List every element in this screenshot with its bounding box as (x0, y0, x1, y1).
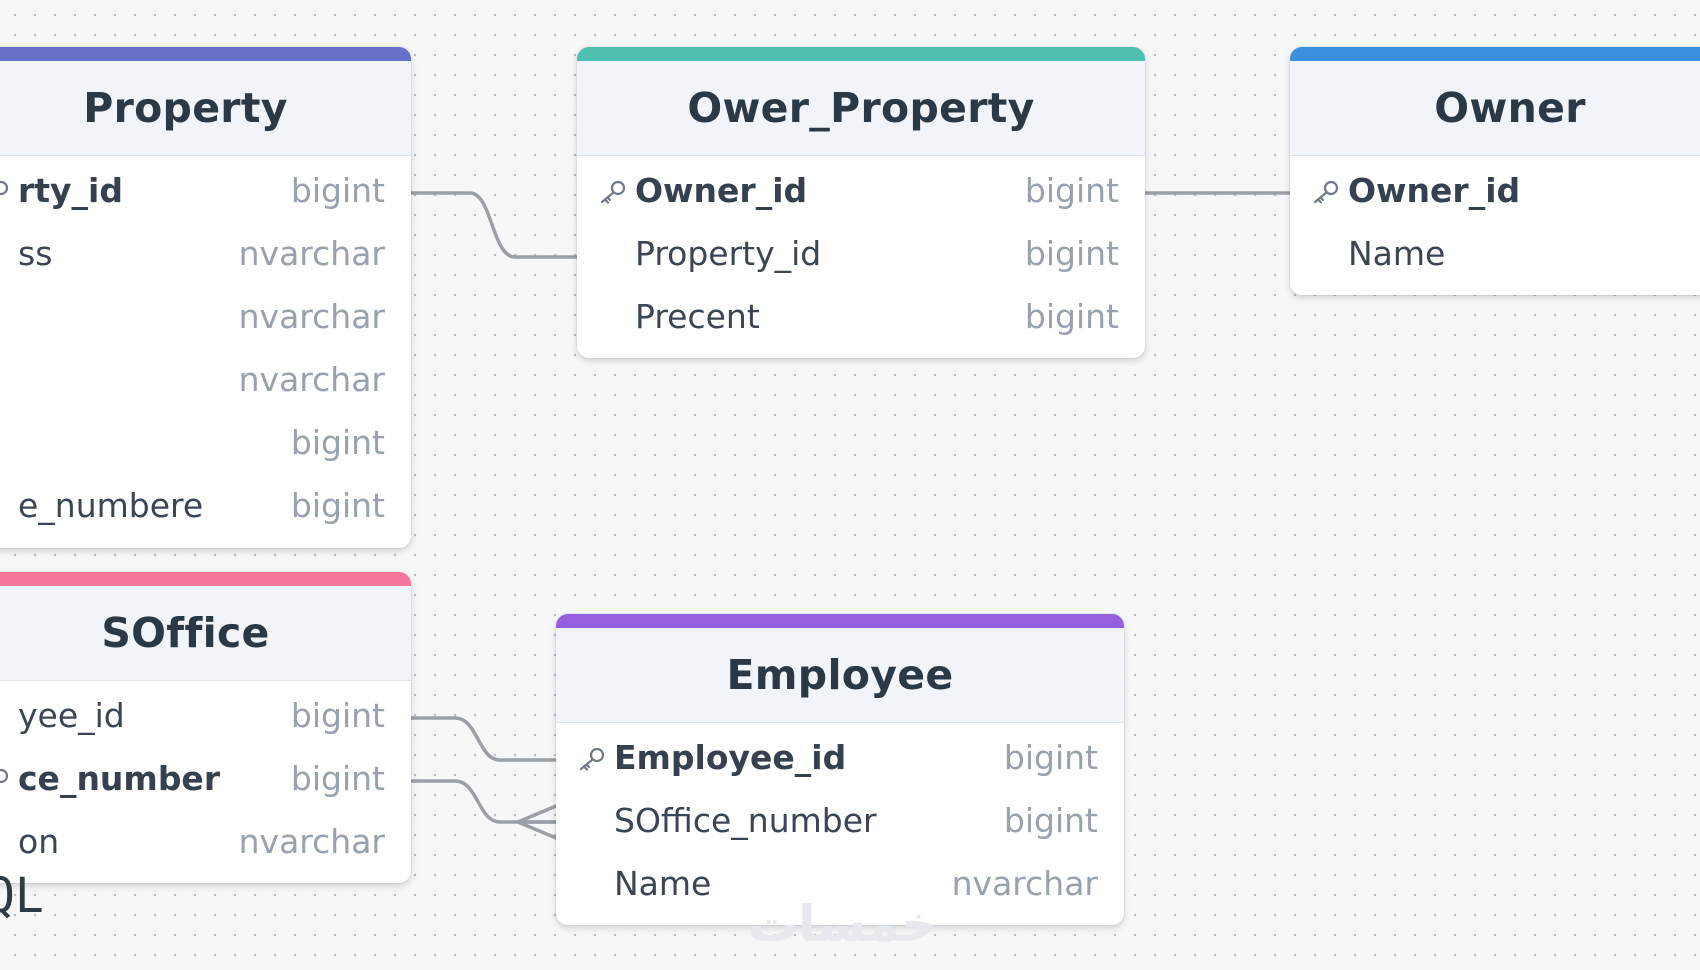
field-row-name[interactable]: Name nvarchar (556, 852, 1124, 915)
crows-foot-many-marker (516, 804, 558, 840)
field-row-employee-id[interactable]: Employee_id bigint (556, 726, 1124, 789)
field-row-on[interactable]: on nvarchar (0, 810, 411, 873)
relation-property-to-ower-property[interactable] (411, 191, 577, 259)
field-name: Precent (635, 297, 760, 336)
table-accent-bar (577, 47, 1145, 61)
field-type: bigint (1024, 171, 1119, 210)
field-type: bigint (1024, 297, 1119, 336)
field-row-owner-id[interactable]: Owner_id bigint (577, 159, 1145, 222)
table-header[interactable]: Ower_Property (577, 61, 1145, 156)
table-header[interactable]: Owner (1290, 61, 1700, 156)
partial-language-label: QL (0, 868, 44, 924)
field-row-soffice-number[interactable]: SOffice_number bigint (556, 789, 1124, 852)
field-row-precent[interactable]: Precent bigint (577, 285, 1145, 348)
field-type: bigint (290, 486, 385, 525)
field-type: nvarchar (238, 234, 385, 273)
field-name: Owner_id (1348, 171, 1521, 210)
field-row-property-id[interactable]: Property_id bigint (577, 222, 1145, 285)
table-title: Owner (1434, 84, 1586, 132)
field-row-ss[interactable]: ss nvarchar (0, 222, 411, 285)
field-name: Owner_id (635, 171, 808, 210)
field-name: Name (1348, 234, 1446, 273)
table-title: SOffice (101, 609, 270, 657)
field-name: e_numbere (18, 486, 204, 525)
field-row-owner-id[interactable]: Owner_id (1290, 159, 1700, 222)
field-type: bigint (1024, 234, 1119, 273)
table-title: Ower_Property (687, 84, 1035, 132)
field-name: SOffice_number (614, 801, 877, 840)
primary-key-icon (0, 180, 11, 204)
field-row-ce-number[interactable]: ce_number bigint (0, 747, 411, 810)
field-name: yee_id (18, 696, 125, 735)
table-accent-bar (0, 47, 411, 61)
field-row-e-numbere[interactable]: e_numbere bigint (0, 474, 411, 537)
field-type: nvarchar (238, 360, 385, 399)
table-title: Employee (726, 651, 954, 699)
relation-soffice-to-employee-soffice-number[interactable] (411, 779, 556, 824)
field-type: bigint (1003, 801, 1098, 840)
field-name: ce_number (18, 759, 221, 798)
table-header[interactable]: Employee (556, 628, 1124, 723)
field-row-rty-id[interactable]: rty_id bigint (0, 159, 411, 222)
field-name: Property_id (635, 234, 822, 273)
primary-key-icon (577, 747, 607, 771)
relation-soffice-to-employee-id[interactable] (411, 716, 556, 762)
table-header[interactable]: SOffice (0, 586, 411, 681)
field-name: on (18, 822, 60, 861)
field-row-field[interactable]: bigint (0, 411, 411, 474)
field-row-name[interactable]: Name (1290, 222, 1700, 285)
field-type: bigint (290, 759, 385, 798)
field-name: Name (614, 864, 712, 903)
primary-key-icon (0, 768, 11, 792)
field-type: nvarchar (238, 297, 385, 336)
field-type: nvarchar (238, 822, 385, 861)
field-name: rty_id (18, 171, 123, 210)
field-type: nvarchar (951, 864, 1098, 903)
field-row-field[interactable]: nvarchar (0, 348, 411, 411)
primary-key-icon (1311, 180, 1341, 204)
field-row-yee-id[interactable]: yee_id bigint (0, 684, 411, 747)
primary-key-icon (598, 180, 628, 204)
table-header[interactable]: Property (0, 61, 411, 156)
watermark: خمسات (748, 895, 938, 953)
table-accent-bar (1290, 47, 1700, 61)
field-type: bigint (1003, 738, 1098, 777)
table-title: Property (83, 84, 288, 132)
field-name: Employee_id (614, 738, 847, 777)
field-type: bigint (290, 171, 385, 210)
field-row-field[interactable]: nvarchar (0, 285, 411, 348)
table-accent-bar (0, 572, 411, 586)
field-name: ss (18, 234, 53, 273)
field-type: bigint (290, 423, 385, 462)
table-accent-bar (556, 614, 1124, 628)
field-type: bigint (290, 696, 385, 735)
